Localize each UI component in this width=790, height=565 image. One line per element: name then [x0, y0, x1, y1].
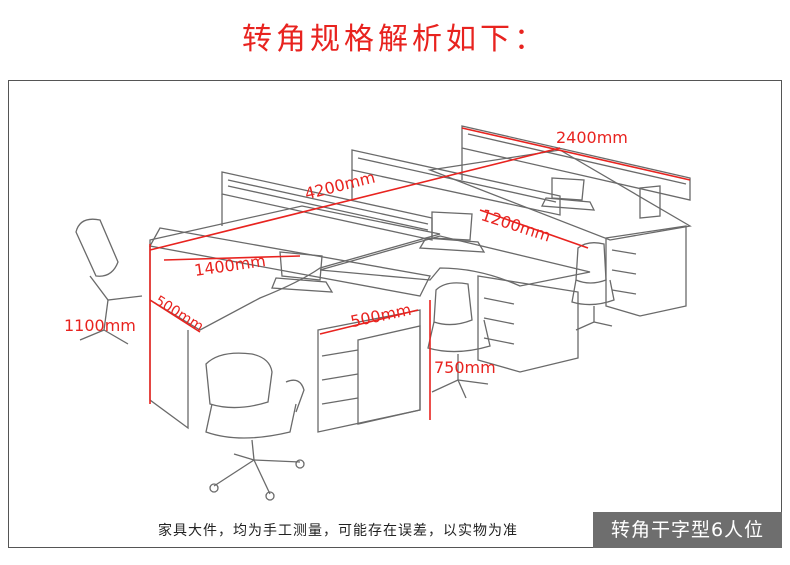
- chair-back-left: [75, 218, 143, 345]
- dim-label-750: 750mm: [434, 358, 496, 377]
- dim-line-500-right: [319, 309, 419, 335]
- dim-line-2400: [461, 127, 691, 181]
- page-title: 转角规格解析如下：: [242, 22, 548, 57]
- right-desk-top: [319, 235, 591, 287]
- middle-screen-panel: [351, 149, 561, 216]
- right-drawer-cabinet: [477, 275, 579, 373]
- dimension-lines: [149, 127, 691, 420]
- front-screen-panel: [221, 171, 433, 241]
- workstation-sketch: [75, 125, 692, 501]
- dim-line-1200: [479, 209, 589, 249]
- dim-label-2400: 2400mm: [556, 128, 628, 147]
- back-screen-panel: [461, 125, 691, 201]
- product-tag: 转角干字型6人位: [593, 512, 782, 548]
- rear-drawer-cabinet: [605, 225, 687, 317]
- laptop-left: [279, 251, 323, 281]
- dim-label-1100: 1100mm: [64, 316, 136, 335]
- chair-front: [205, 352, 305, 501]
- left-desk-top: [149, 205, 441, 331]
- chair-rear: [571, 242, 615, 331]
- diagram-frame: [8, 80, 782, 548]
- binder: [639, 185, 661, 219]
- dim-line-500-left: [149, 299, 201, 333]
- chair-middle: [427, 282, 491, 399]
- laptop-middle: [431, 211, 473, 241]
- dim-line-4200: [149, 147, 561, 251]
- dim-line-1400: [163, 255, 301, 261]
- disclaimer-note: 家具大件，均为手工测量，可能存在误差，以实物为准: [158, 523, 518, 539]
- rear-desk-top: [427, 149, 692, 241]
- laptop-rear: [551, 177, 585, 201]
- central-spine: [148, 227, 431, 297]
